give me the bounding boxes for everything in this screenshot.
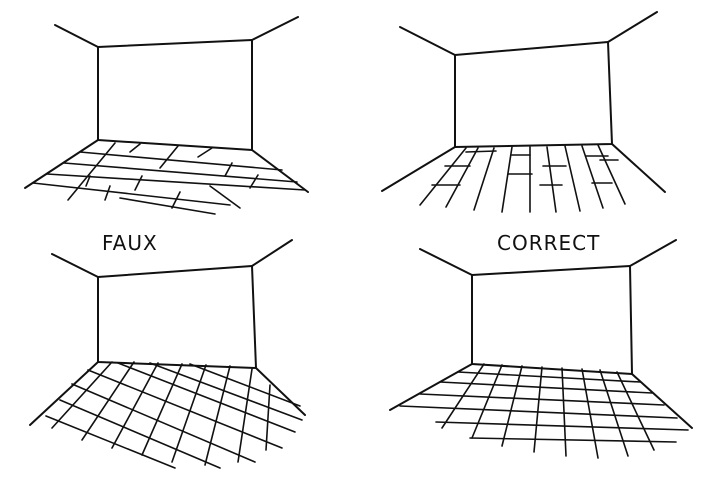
room-planks-wrong: FAUX (24, 16, 309, 255)
floor-planks (419, 144, 626, 213)
label-right: CORRECT (497, 231, 600, 255)
floor-perspective-grid (399, 363, 689, 459)
room-tiles-wrong (29, 239, 306, 469)
room-walls (29, 239, 306, 426)
room-walls (24, 16, 309, 193)
room-planks-right: CORRECT (381, 11, 666, 255)
room-walls (381, 11, 666, 193)
floor-planks (32, 142, 306, 215)
room-tiles-right (389, 239, 693, 459)
floor-diagonal-grid (45, 361, 303, 469)
label-wrong: FAUX (102, 231, 158, 255)
